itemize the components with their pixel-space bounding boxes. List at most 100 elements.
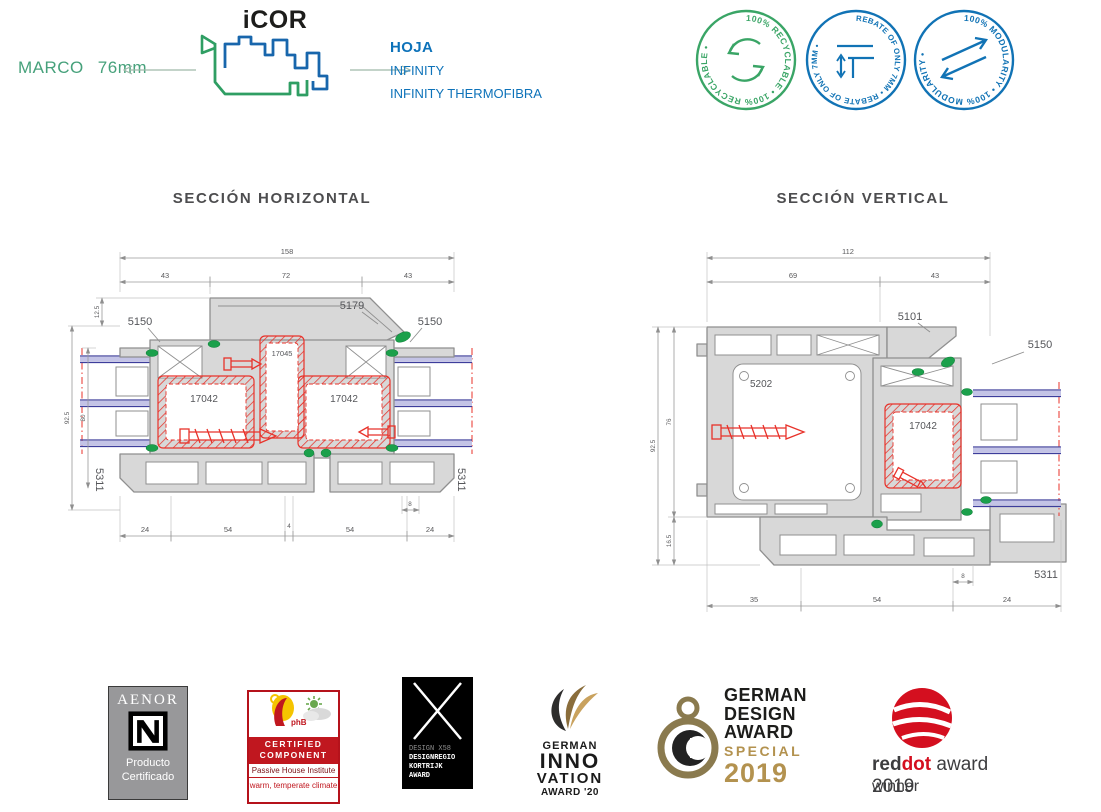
screw-icons (179, 357, 396, 444)
arrow-left-icon (122, 65, 196, 75)
aenor-n-icon (128, 711, 168, 751)
label-5150: 5150 (1028, 339, 1052, 351)
label-5202: 5202 (750, 379, 773, 390)
dimension-lines (652, 252, 1062, 612)
thermal-breaks (157, 335, 391, 449)
dim-69: 69 (789, 271, 797, 280)
badge-modularity: 100% MODULARITY • 100% MODULARITY • (913, 9, 1015, 111)
dimension-lines (68, 252, 455, 542)
reddot-sphere-icon (892, 688, 952, 748)
label-5311: 5311 (1034, 569, 1058, 581)
dim-92-5: 92.5 (64, 411, 71, 424)
passive-house-institute: Passive House Institute (249, 763, 338, 778)
marco-label-group: MARCO 76mm (18, 58, 147, 78)
badge-rebate-ring-text: REBATE OF ONLY 7MM • REBATE OF ONLY 7MM … (810, 14, 902, 106)
dim-12-5: 12.5 (94, 305, 101, 318)
svg-text:100% MODULARITY • 100% MODULAR: 100% MODULARITY • 100% MODULARITY • (917, 13, 1011, 107)
reddot-winner: winner (872, 778, 920, 795)
badge-modularity-ring-text: 100% MODULARITY • 100% MODULARITY • (917, 13, 1011, 107)
thermal-break (884, 403, 962, 489)
dim-112: 112 (842, 247, 854, 256)
label-5150-left: 5150 (128, 316, 152, 328)
gda-line5: 2019 (724, 757, 789, 788)
gasket-icons (145, 331, 411, 458)
hoja-line2: INFINITY THERMOFIBRA (390, 86, 542, 101)
aenor-line1: Producto (125, 757, 171, 769)
passive-house-logo: phB CERTIFIED COMPONENT Passive House In… (247, 690, 340, 804)
reddot-logo: reddot award 2019 winner (868, 686, 1028, 806)
label-5311-left: 5311 (93, 468, 105, 492)
hoja-label: HOJA (390, 39, 434, 56)
dim-54-left: 54 (224, 525, 232, 534)
dim-43: 43 (931, 271, 939, 280)
marco-value: 76mm (97, 58, 148, 77)
svg-text:REBATE OF ONLY 7MM • REBATE OF: REBATE OF ONLY 7MM • REBATE OF ONLY 7MM … (810, 14, 902, 106)
x-mark-icon (413, 682, 462, 740)
dim-43-left: 43 (161, 271, 169, 280)
gi-line3: VATION (536, 770, 604, 787)
horizontal-section-title: SECCIÓN HORIZONTAL (172, 190, 372, 207)
dim-72: 72 (282, 271, 290, 280)
modularity-arrows-icon (939, 36, 989, 81)
german-design-award-logo: GERMAN DESIGN AWARD SPECIAL 2019 (656, 686, 826, 796)
designregio-text: DESIGN X58 DESIGNREGIO KORTRIJK AWARD (409, 745, 455, 781)
label-17042-right: 17042 (330, 394, 358, 405)
vertical-section-drawing: 5101 5150 5202 17042 5311 112 69 4 (650, 247, 1067, 612)
dim-158: 158 (281, 247, 294, 256)
label-17045: 17045 (272, 349, 293, 358)
vertical-section-title: SECCIÓN VERTICAL (776, 190, 950, 207)
hoja-line1: INFINITY (390, 63, 445, 78)
designregio-line1: DESIGN X58 (409, 745, 452, 753)
gasket-icons (871, 356, 992, 529)
screw-icons (711, 424, 928, 489)
gda-line2: DESIGN (724, 703, 797, 724)
medal-icon (657, 696, 719, 779)
ph-band-line2: COMPONENT (259, 750, 328, 760)
profile-pictogram (200, 34, 329, 97)
ph-band-line1: CERTIFIED (264, 739, 323, 749)
glazing-right (394, 348, 473, 454)
dim-35: 35 (750, 595, 758, 604)
designregio-line3: KORTRIJK (409, 763, 443, 771)
passive-house-mark: phB (291, 718, 307, 727)
gda-line1: GERMAN (724, 685, 807, 705)
german-innovation-logo: GERMAN INNO VATION AWARD '20 (520, 681, 620, 801)
glazing-left (80, 348, 150, 454)
dim-24: 24 (1003, 595, 1011, 604)
dim-8-small: 8 (408, 501, 412, 508)
dim-80: 80 (80, 414, 87, 422)
dim-4-center: 4 (287, 523, 291, 530)
marco-label: MARCO (18, 58, 84, 77)
label-5311-right: 5311 (455, 468, 467, 492)
gda-line4: SPECIAL (724, 742, 803, 759)
gi-line4: AWARD '20 (540, 787, 599, 798)
frame-profile (696, 326, 957, 518)
badge-recyclable: 100% RECYCLABLE • 100% RECYCLABLE • (695, 9, 797, 111)
glazing-unit (973, 382, 1061, 516)
label-5101: 5101 (898, 311, 922, 323)
dim-54-right: 54 (346, 525, 354, 534)
reddot-award-line: reddot award 2019 (872, 754, 1028, 798)
label-5179: 5179 (340, 300, 364, 312)
dim-24-left: 24 (141, 525, 149, 534)
aenor-logo: AENOR Producto Certificado (108, 686, 188, 800)
label-17042-left: 17042 (190, 394, 218, 405)
dim-8-small: 8 (961, 573, 965, 580)
gi-line2: INNO (539, 750, 601, 773)
aenor-title: AENOR (117, 692, 179, 708)
badge-recyclable-ring-text: 100% RECYCLABLE • 100% RECYCLABLE • (699, 13, 793, 107)
passive-house-climate: warm, temperate climate (249, 781, 338, 790)
dim-16-5: 16.5 (666, 534, 673, 547)
passive-house-icon: phB (270, 694, 331, 727)
rebate-profile-icon (836, 44, 874, 79)
dim-76: 76 (666, 418, 673, 426)
designregio-logo: DESIGN X58 DESIGNREGIO KORTRIJK AWARD (402, 677, 473, 789)
page-title: iCOR (242, 6, 308, 34)
gi-line1: GERMAN (542, 740, 598, 752)
dim-43-right: 43 (404, 271, 412, 280)
label-17042: 17042 (909, 421, 937, 432)
reddot-word-dot: dot (901, 754, 932, 775)
innovation-swirl-icon (551, 685, 598, 731)
recycle-arrows-icon (727, 38, 765, 82)
horizontal-section-drawing: 5179 5150 5150 17042 17045 17042 5311 53… (64, 247, 473, 542)
